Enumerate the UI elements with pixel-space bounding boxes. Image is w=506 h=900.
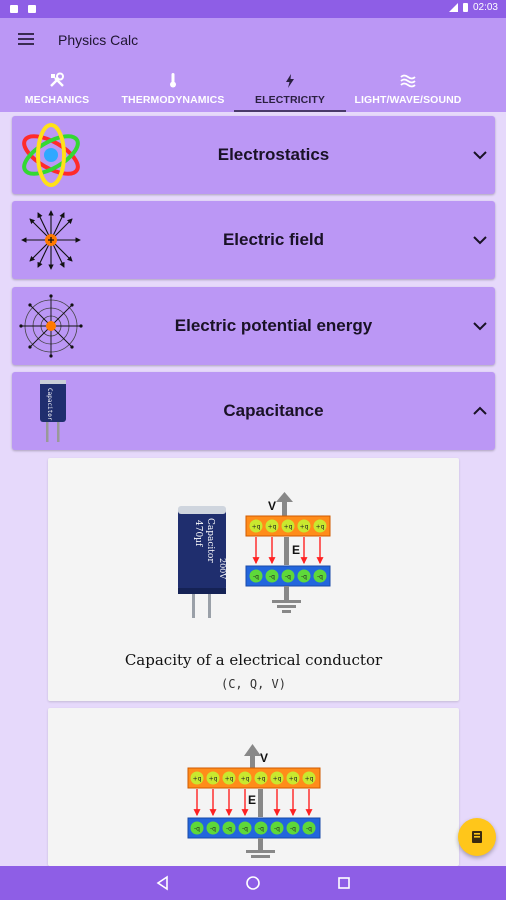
svg-text:+q: +q: [268, 524, 277, 531]
section-title: Capacitance: [223, 401, 324, 420]
svg-text:+q: +q: [273, 776, 282, 783]
svg-text:+q: +q: [209, 776, 218, 783]
svg-text:+q: +q: [241, 776, 250, 783]
potential-energy-icon: [19, 294, 83, 358]
chevron-up-icon[interactable]: [471, 402, 489, 420]
svg-text:-q: -q: [290, 826, 296, 833]
capacitor-icon: Capacitor: [40, 380, 66, 442]
svg-text:+q: +q: [252, 524, 261, 531]
svg-text:+q: +q: [316, 524, 325, 531]
chevron-down-icon[interactable]: [471, 231, 489, 249]
tab-label: LIGHT/WAVE/SOUND: [354, 94, 462, 106]
svg-text:-q: -q: [258, 826, 264, 833]
tab-label: ELECTRICITY: [255, 94, 325, 106]
chevron-down-icon[interactable]: [471, 146, 489, 164]
tab-label: THERMODYNAMICS: [121, 94, 225, 106]
svg-text:-q: -q: [285, 574, 291, 581]
minus-charges: -q -q -q -q -q -q -q -q: [190, 821, 316, 835]
svg-text:-q: -q: [274, 826, 280, 833]
signal-icon: [448, 3, 458, 12]
tab-thermodynamics[interactable]: THERMODYNAMICS: [112, 66, 234, 112]
section-title: Electric potential energy: [174, 316, 373, 335]
chevron-down-icon[interactable]: [471, 317, 489, 335]
voltage-label: V: [268, 499, 276, 513]
system-nav-bar: [0, 866, 506, 900]
field-label: E: [292, 543, 300, 557]
section-electric-field[interactable]: Electric field: [12, 201, 495, 279]
tab-label: MECHANICS: [24, 94, 90, 106]
svg-text:+q: +q: [300, 524, 309, 531]
svg-text:+q: +q: [305, 776, 314, 783]
card-title: Capacity of a electrical conductor: [124, 651, 383, 669]
voltage-label: V: [260, 751, 268, 765]
svg-text:-q: -q: [269, 574, 275, 581]
capacitance-card-plates[interactable]: V +q +q +q +q +q +q +q +q E -q: [48, 708, 459, 866]
electric-field-icon: [21, 210, 81, 270]
svg-text:-q: -q: [301, 574, 307, 581]
notification-icon: [28, 5, 36, 13]
card-subtitle: (C, Q, V): [220, 677, 287, 691]
battery-icon: [462, 3, 468, 12]
status-time: 02:03: [472, 2, 498, 13]
tab-light-wave-sound[interactable]: LIGHT/WAVE/SOUND: [346, 66, 470, 112]
svg-text:-q: -q: [210, 826, 216, 833]
recents-icon[interactable]: [336, 875, 352, 891]
home-icon[interactable]: [245, 875, 261, 891]
app-title: Physics Calc: [58, 32, 139, 48]
tab-indicator: [234, 110, 346, 112]
field-label: E: [248, 793, 256, 807]
help-book-button[interactable]: [458, 818, 496, 856]
tab-mechanics[interactable]: MECHANICS: [14, 66, 100, 112]
book-icon: [472, 831, 482, 843]
svg-text:+q: +q: [289, 776, 298, 783]
tab-bar: MECHANICS THERMODYNAMICS ELECTRICITY: [0, 66, 506, 112]
plus-charges: +q +q +q +q +q +q +q +q: [190, 771, 316, 785]
svg-text:+q: +q: [225, 776, 234, 783]
svg-text:-q: -q: [306, 826, 312, 833]
section-title: Electrostatics: [217, 145, 330, 164]
svg-text:+q: +q: [257, 776, 266, 783]
svg-text:-q: -q: [242, 826, 248, 833]
wave-icon: [400, 74, 416, 88]
section-electric-potential-energy[interactable]: Electric potential energy: [12, 287, 495, 365]
capacitor-value: 470µf: [193, 520, 203, 547]
svg-text:+q: +q: [193, 776, 202, 783]
tab-electricity[interactable]: ELECTRICITY: [234, 66, 346, 112]
plus-charges: +q +q +q +q +q: [249, 519, 327, 533]
svg-text:-q: -q: [253, 574, 259, 581]
app-bar: Physics Calc MECHANICS THERMODYNAMICS: [0, 18, 506, 112]
svg-text:-q: -q: [194, 826, 200, 833]
capacitance-card-conductor[interactable]: Capacitor 470µf 200V V +q +q +q +q +q E: [48, 458, 459, 701]
lightning-icon: [286, 74, 294, 88]
capacitor-diagram: Capacitor 470µf 200V V +q +q +q +q +q E: [178, 492, 331, 618]
svg-text:Capacitor: Capacitor: [46, 388, 53, 421]
capacitor-voltage: 200V: [218, 558, 227, 579]
atom-icon: [22, 123, 80, 187]
svg-text:+q: +q: [284, 524, 293, 531]
menu-icon[interactable]: [18, 33, 34, 47]
section-capacitance[interactable]: Capacitor Capacitance: [12, 372, 495, 450]
svg-text:-q: -q: [226, 826, 232, 833]
thermometer-icon: [170, 73, 176, 88]
notification-icon: [10, 5, 18, 13]
section-electrostatics[interactable]: Electrostatics: [12, 116, 495, 194]
back-icon[interactable]: [155, 875, 171, 891]
svg-text:-q: -q: [317, 574, 323, 581]
minus-charges: -q -q -q -q -q: [249, 569, 327, 583]
status-bar: 02:03: [0, 0, 506, 18]
section-title: Electric field: [222, 230, 325, 249]
capacitor-label: Capacitor: [205, 518, 215, 563]
parallel-plate-diagram: V +q +q +q +q +q +q +q +q E -q: [187, 744, 321, 858]
tools-icon: [50, 72, 64, 87]
